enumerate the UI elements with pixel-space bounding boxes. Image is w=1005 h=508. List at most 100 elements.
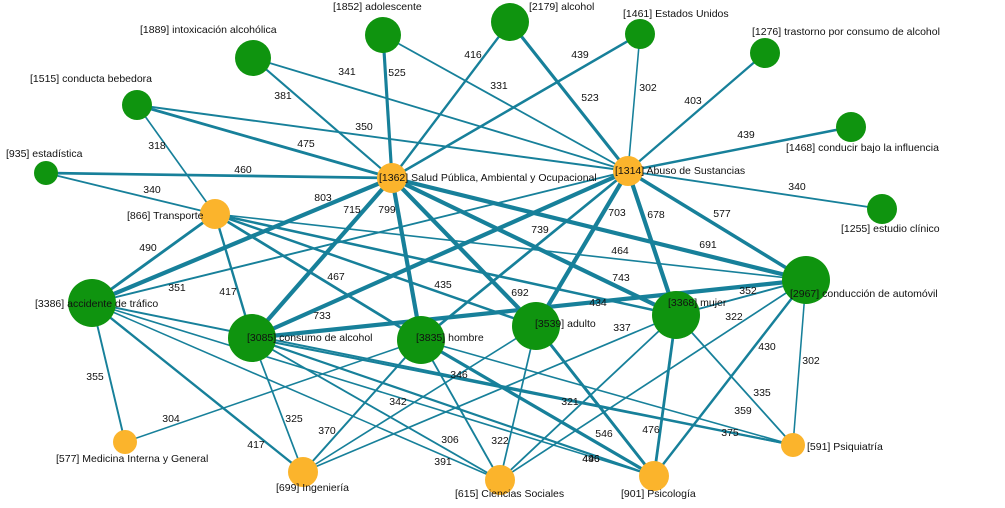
edge-weight-label: 355 <box>86 371 104 383</box>
edge-weight-label: 439 <box>737 129 755 141</box>
edge-weight-label: 322 <box>725 311 743 323</box>
edge-weight-label: 340 <box>788 181 806 193</box>
node-label-n935: [935] estadística <box>6 148 83 160</box>
edge-n3085-n591 <box>251 336 794 447</box>
edge-n3368-n901 <box>652 314 678 477</box>
edge-weight-label: 341 <box>338 66 356 78</box>
edge-weight-label: 391 <box>434 456 452 468</box>
node-n1276[interactable] <box>750 38 780 68</box>
edge-weight-label: 460 <box>234 164 252 176</box>
node-n3386[interactable] <box>68 279 116 327</box>
edge-weight-label: 692 <box>511 287 529 299</box>
edge-weight-label: 416 <box>464 49 482 61</box>
edge-weight-label: 733 <box>313 310 331 322</box>
node-n2179[interactable] <box>491 3 529 41</box>
edge-weight-label: 318 <box>148 140 166 152</box>
edge-n2179-n1362 <box>391 21 511 179</box>
node-n699[interactable] <box>288 457 318 487</box>
node-label-n1276: [1276] trastorno por consumo de alcohol <box>752 26 940 38</box>
node-n577[interactable] <box>113 430 137 454</box>
edge-n3386-n901 <box>91 302 655 477</box>
node-label-n3386: [3386] accidente de tráfico <box>35 298 158 310</box>
node-n615[interactable] <box>485 465 515 495</box>
edge-n3085-n615 <box>251 337 501 481</box>
edge-weight-label: 346 <box>450 369 468 381</box>
node-n866[interactable] <box>200 199 230 229</box>
edge-weight-label: 350 <box>355 121 373 133</box>
node-n1515[interactable] <box>122 90 152 120</box>
edge-n3368-n615 <box>499 314 677 481</box>
edge-weight-label: 678 <box>647 209 665 221</box>
node-label-n1362: [1362] Salud Pública, Ambiental y Ocupac… <box>379 172 597 184</box>
node-n3085[interactable] <box>228 314 276 362</box>
edge-n866-n2967 <box>214 213 807 281</box>
node-label-n1468: [1468] conducir bajo la influencia <box>786 142 939 154</box>
edge-n866-n3386 <box>91 212 216 305</box>
node-n3368[interactable] <box>652 291 700 339</box>
edge-weight-label: 577 <box>713 208 731 220</box>
edge-n935-n866 <box>45 172 216 215</box>
node-layer <box>34 3 897 495</box>
edge-weight-label: 351 <box>168 282 186 294</box>
edge-n866-n3539 <box>214 212 537 328</box>
node-label-n2967: [2967] conducción de automóvil <box>790 288 938 300</box>
edge-n3368-n591 <box>675 314 794 446</box>
edge-weight-label: 304 <box>162 413 180 425</box>
edge-n3835-n699 <box>302 339 422 473</box>
edge-n1852-n1362 <box>381 34 394 179</box>
node-n1314[interactable] <box>613 156 643 186</box>
edge-n866-n3835 <box>214 212 422 342</box>
edge-n1468-n1314 <box>627 125 852 173</box>
node-label-n591: [591] Psiquiatría <box>807 441 883 453</box>
edge-n1461-n1314 <box>627 33 641 172</box>
edge-weight-label: 375 <box>721 427 739 439</box>
node-label-n1255: [1255] estudio clínico <box>841 223 940 235</box>
edge-n3386-n699 <box>91 302 304 473</box>
edge-weight-label: 476 <box>642 424 660 436</box>
edge-n1362-n3386 <box>91 176 393 305</box>
edge-n1314-n3835 <box>420 169 629 342</box>
node-n3835[interactable] <box>397 316 445 364</box>
node-n1889[interactable] <box>235 40 271 76</box>
edge-weight-label: 342 <box>389 396 407 408</box>
edge-n3835-n577 <box>124 339 422 443</box>
edge-n1515-n866 <box>136 104 216 215</box>
edge-weight-label: 331 <box>490 80 508 92</box>
edge-n1515-n1314 <box>136 104 629 172</box>
edge-n3835-n591 <box>420 339 794 446</box>
edge-n1314-n3539 <box>534 169 630 328</box>
node-label-n1852: [1852] adolescente <box>333 1 422 13</box>
edge-weight-label: 417 <box>219 286 237 298</box>
edge-n3835-n901 <box>420 338 655 478</box>
node-label-n699: [699] Ingeniería <box>276 482 349 494</box>
edge-n1362-n3085 <box>250 176 394 340</box>
node-label-n3085: [3085] consumo de alcohol <box>247 332 373 344</box>
edge-weight-label: 523 <box>581 92 599 104</box>
edge-weight-label: 430 <box>758 341 776 353</box>
edge-weight-label: 691 <box>699 239 717 251</box>
edge-weight-label: 803 <box>314 192 332 204</box>
edge-n3085-n901 <box>251 336 655 478</box>
node-n1255[interactable] <box>867 194 897 224</box>
edge-n2967-n591 <box>792 279 807 446</box>
node-n1852[interactable] <box>365 17 401 53</box>
edge-n1314-n3368 <box>626 170 678 316</box>
edge-n1889-n1362 <box>252 57 393 179</box>
edge-n1276-n1314 <box>627 52 766 172</box>
node-n591[interactable] <box>781 433 805 457</box>
node-n1362[interactable] <box>377 163 407 193</box>
edge-weight-label: 381 <box>274 90 292 102</box>
edge-n2967-n901 <box>653 279 807 477</box>
edge-weight-label: 335 <box>753 387 771 399</box>
node-label-n3368: [3368] mujer <box>668 297 727 309</box>
node-n935[interactable] <box>34 161 58 185</box>
edge-layer <box>45 21 883 481</box>
node-n901[interactable] <box>639 461 669 491</box>
node-n1468[interactable] <box>836 112 866 142</box>
node-n1461[interactable] <box>625 19 655 49</box>
edge-weight-label: 403 <box>684 95 702 107</box>
node-n3539[interactable] <box>512 302 560 350</box>
node-n2967[interactable] <box>782 256 830 304</box>
